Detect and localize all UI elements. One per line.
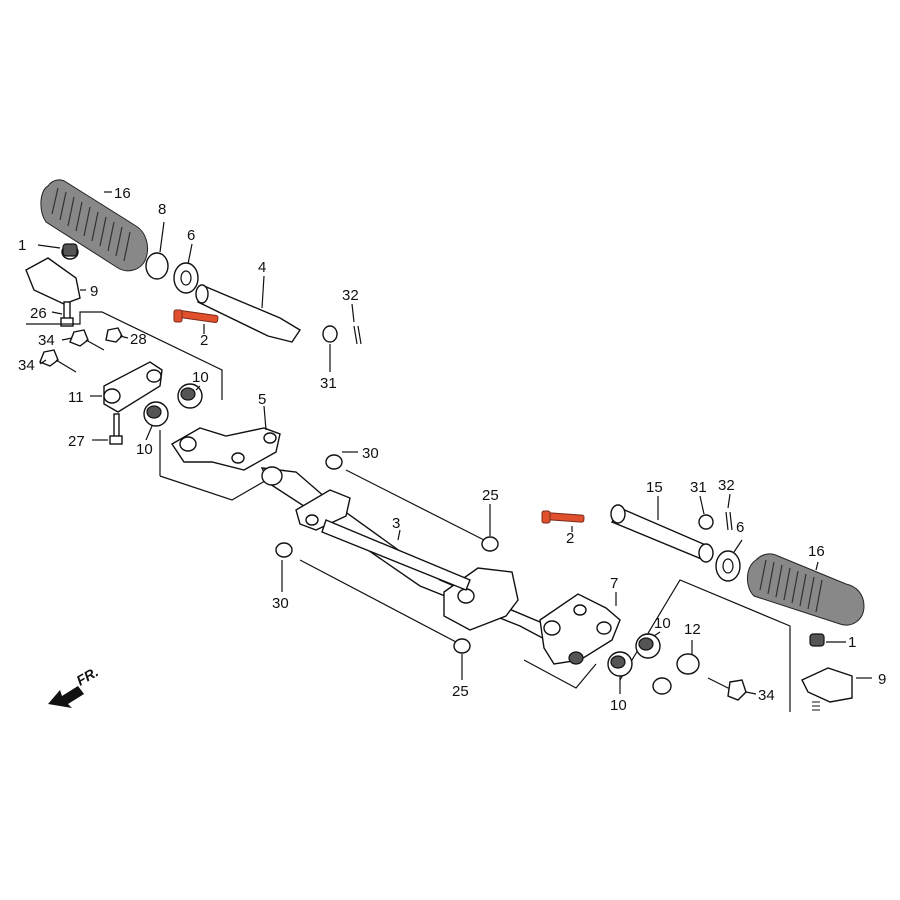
label-7: 7 bbox=[610, 575, 618, 592]
washer-6-right[interactable] bbox=[715, 550, 741, 582]
rubber-10-right-lower[interactable] bbox=[607, 651, 633, 677]
label-10-right-upper: 10 bbox=[654, 615, 671, 632]
label-9-right: 9 bbox=[878, 671, 886, 688]
nut-28[interactable] bbox=[105, 327, 123, 343]
bracket-11[interactable] bbox=[103, 361, 163, 413]
label-25-upper: 25 bbox=[482, 487, 499, 504]
label-12: 12 bbox=[684, 621, 701, 638]
label-6-right: 6 bbox=[736, 519, 744, 536]
pipe-4[interactable] bbox=[195, 284, 301, 343]
label-3: 3 bbox=[392, 515, 400, 532]
label-16-left: 16 bbox=[114, 185, 131, 202]
pin-2-left[interactable] bbox=[173, 309, 219, 323]
label-31-right: 31 bbox=[690, 479, 707, 496]
label-8: 8 bbox=[158, 201, 166, 218]
label-32-left: 32 bbox=[342, 287, 359, 304]
front-label: FR. bbox=[74, 663, 102, 688]
label-6-left: 6 bbox=[187, 227, 195, 244]
label-10-right-lower: 10 bbox=[610, 697, 627, 714]
holder-5[interactable] bbox=[171, 427, 281, 471]
cover-9-right[interactable] bbox=[801, 667, 853, 703]
collar-12[interactable] bbox=[652, 653, 700, 695]
label-2-right: 2 bbox=[566, 530, 574, 547]
grip-right[interactable] bbox=[747, 553, 865, 626]
label-28: 28 bbox=[130, 331, 147, 348]
washer-30-upper[interactable] bbox=[325, 454, 343, 470]
pin-2-right[interactable] bbox=[541, 510, 585, 524]
label-10-left-lower: 10 bbox=[136, 441, 153, 458]
holder-7[interactable] bbox=[539, 593, 621, 665]
cotter-pin-32-right[interactable] bbox=[725, 511, 733, 531]
label-31-left: 31 bbox=[320, 375, 337, 392]
label-34-right: 34 bbox=[758, 687, 775, 704]
label-4: 4 bbox=[258, 259, 266, 276]
label-10-left-upper: 10 bbox=[192, 369, 209, 386]
bolt-34-right[interactable] bbox=[707, 677, 747, 701]
front-direction-arrow: FR. bbox=[48, 663, 101, 708]
collar-1-right[interactable] bbox=[809, 633, 825, 647]
label-1-left: 1 bbox=[18, 237, 26, 254]
label-2-left: 2 bbox=[200, 332, 208, 349]
label-30-upper: 30 bbox=[362, 445, 379, 462]
label-5: 5 bbox=[258, 391, 266, 408]
label-30-lower: 30 bbox=[272, 595, 289, 612]
stay-3[interactable] bbox=[260, 466, 557, 643]
label-15: 15 bbox=[646, 479, 663, 496]
washer-31-right[interactable] bbox=[698, 514, 714, 530]
washer-31-left[interactable] bbox=[322, 325, 338, 343]
bolt-25-lower[interactable] bbox=[299, 559, 471, 654]
collar-8[interactable] bbox=[145, 252, 169, 280]
label-1-right: 1 bbox=[848, 634, 856, 651]
label-25-lower: 25 bbox=[452, 683, 469, 700]
rubber-10-left-lower[interactable] bbox=[143, 401, 169, 427]
bolt-26[interactable] bbox=[60, 301, 74, 327]
collar-1-left[interactable] bbox=[61, 243, 79, 260]
bolt-27[interactable] bbox=[109, 413, 123, 445]
washer-30-lower[interactable] bbox=[275, 542, 293, 558]
grip-left[interactable] bbox=[40, 179, 149, 272]
label-9-left: 9 bbox=[90, 283, 98, 300]
cover-9-left[interactable] bbox=[25, 257, 81, 305]
label-32-right: 32 bbox=[718, 477, 735, 494]
label-16-right: 16 bbox=[808, 543, 825, 560]
cotter-pin-32-left[interactable] bbox=[353, 325, 362, 345]
bolt-34-left-upper[interactable] bbox=[69, 329, 105, 351]
rubber-10-right-upper[interactable] bbox=[635, 633, 661, 659]
label-26: 26 bbox=[30, 305, 47, 322]
pipe-15[interactable] bbox=[610, 504, 714, 563]
label-34-b: 34 bbox=[18, 357, 35, 374]
label-34-a: 34 bbox=[38, 332, 55, 349]
label-27: 27 bbox=[68, 433, 85, 450]
label-11: 11 bbox=[68, 389, 84, 406]
bolt-34-left-lower[interactable] bbox=[39, 349, 77, 373]
bolt-25-upper[interactable] bbox=[345, 469, 499, 552]
washer-6-left[interactable] bbox=[173, 262, 199, 294]
